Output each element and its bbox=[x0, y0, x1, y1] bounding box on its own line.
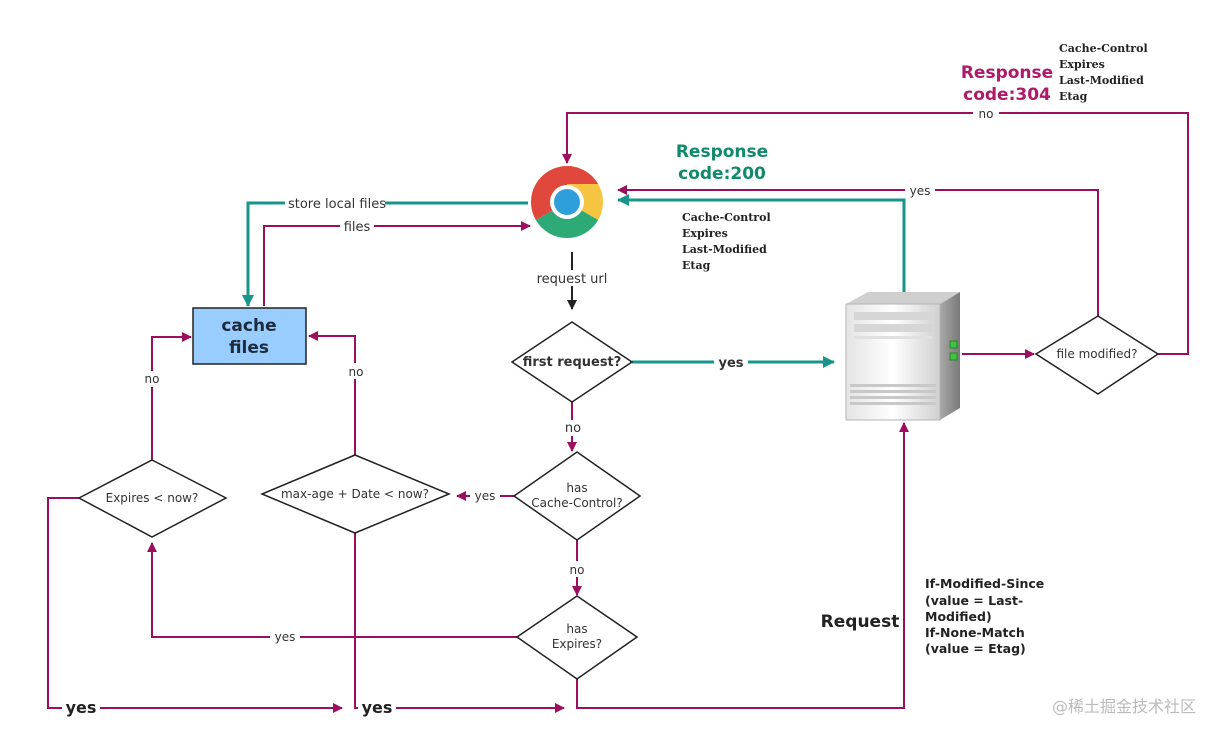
file-modified-no-label: no bbox=[979, 107, 994, 121]
request-header: Modified) bbox=[925, 609, 992, 624]
edge-expires-lt-now-no bbox=[151, 332, 192, 460]
bottom-yes-mid-label: yes bbox=[362, 698, 393, 717]
first-request-yes-label: yes bbox=[718, 356, 743, 371]
response-200-header: Last-Modified bbox=[682, 243, 767, 256]
file-modified-diamond bbox=[1034, 315, 1160, 395]
request-header: If-None-Match bbox=[925, 625, 1025, 640]
response-304-header: Expires bbox=[1059, 58, 1105, 71]
edge-file-modified-no bbox=[562, 112, 1189, 355]
chrome-browser-icon bbox=[530, 165, 604, 239]
bottom-yes-left-label: yes bbox=[66, 698, 97, 717]
response-304-header: Last-Modified bbox=[1059, 74, 1144, 87]
edge-files bbox=[263, 221, 531, 306]
response-304-title-2: code:304 bbox=[963, 85, 1051, 105]
edge-expires-yes bbox=[147, 542, 517, 638]
response-200-header: Etag bbox=[682, 259, 711, 272]
first-request-label: first request? bbox=[523, 355, 622, 370]
edge-response-200 bbox=[617, 194, 906, 292]
request-header: If-Modified-Since bbox=[925, 576, 1044, 591]
max-age-no-label: no bbox=[349, 365, 364, 379]
has-cache-control-diamond bbox=[512, 451, 642, 541]
edge-max-age-yes bbox=[354, 533, 565, 713]
first-request-diamond bbox=[510, 321, 634, 403]
expires-yes-label: yes bbox=[275, 630, 296, 644]
watermark: @稀土掘金技术社区 bbox=[1052, 697, 1196, 716]
expires-lt-now-diamond bbox=[77, 459, 228, 538]
first-request-no-label: no bbox=[565, 421, 581, 436]
cache-control-no-label: no bbox=[570, 563, 585, 577]
edge-expires-lt-now-yes bbox=[47, 497, 343, 713]
request-header: (value = Last- bbox=[925, 593, 1023, 608]
response-200-title-2: code:200 bbox=[678, 164, 766, 184]
response-200-header: Expires bbox=[682, 227, 728, 240]
response-200-headers: Cache-Control Expires Last-Modified Etag bbox=[682, 211, 771, 272]
response-304-header: Etag bbox=[1059, 90, 1088, 103]
response-200-header: Cache-Control bbox=[682, 211, 771, 224]
cache-control-yes-label: yes bbox=[475, 489, 496, 503]
max-age-label: max-age + Date < now? bbox=[281, 487, 429, 501]
request-url-label: request url bbox=[537, 272, 608, 287]
edge-store-local-files bbox=[242, 201, 528, 307]
edge-file-modified-yes bbox=[617, 185, 1099, 316]
files-label: files bbox=[344, 220, 371, 235]
expires-lt-now-label: Expires < now? bbox=[106, 491, 199, 505]
request-header: (value = Etag) bbox=[925, 641, 1026, 656]
edge-request bbox=[576, 422, 909, 709]
server-icon bbox=[845, 292, 960, 421]
has-expires-diamond bbox=[515, 595, 639, 680]
edge-max-age-no bbox=[308, 331, 356, 455]
response-304-header: Cache-Control bbox=[1059, 42, 1148, 55]
response-304-title-1: Response bbox=[961, 63, 1053, 83]
max-age-diamond bbox=[260, 454, 451, 534]
store-local-files-label: store local files bbox=[288, 197, 386, 212]
response-200-title-1: Response bbox=[676, 142, 768, 162]
request-label: Request bbox=[821, 612, 900, 632]
request-headers: If-Modified-Since (value = Last- Modifie… bbox=[925, 576, 1044, 656]
file-modified-label: file modified? bbox=[1057, 347, 1138, 361]
file-modified-yes-label: yes bbox=[910, 184, 931, 198]
expires-lt-now-no-label: no bbox=[145, 372, 160, 386]
response-304-headers: Cache-Control Expires Last-Modified Etag bbox=[1059, 42, 1148, 103]
cache-files-box bbox=[192, 307, 307, 365]
